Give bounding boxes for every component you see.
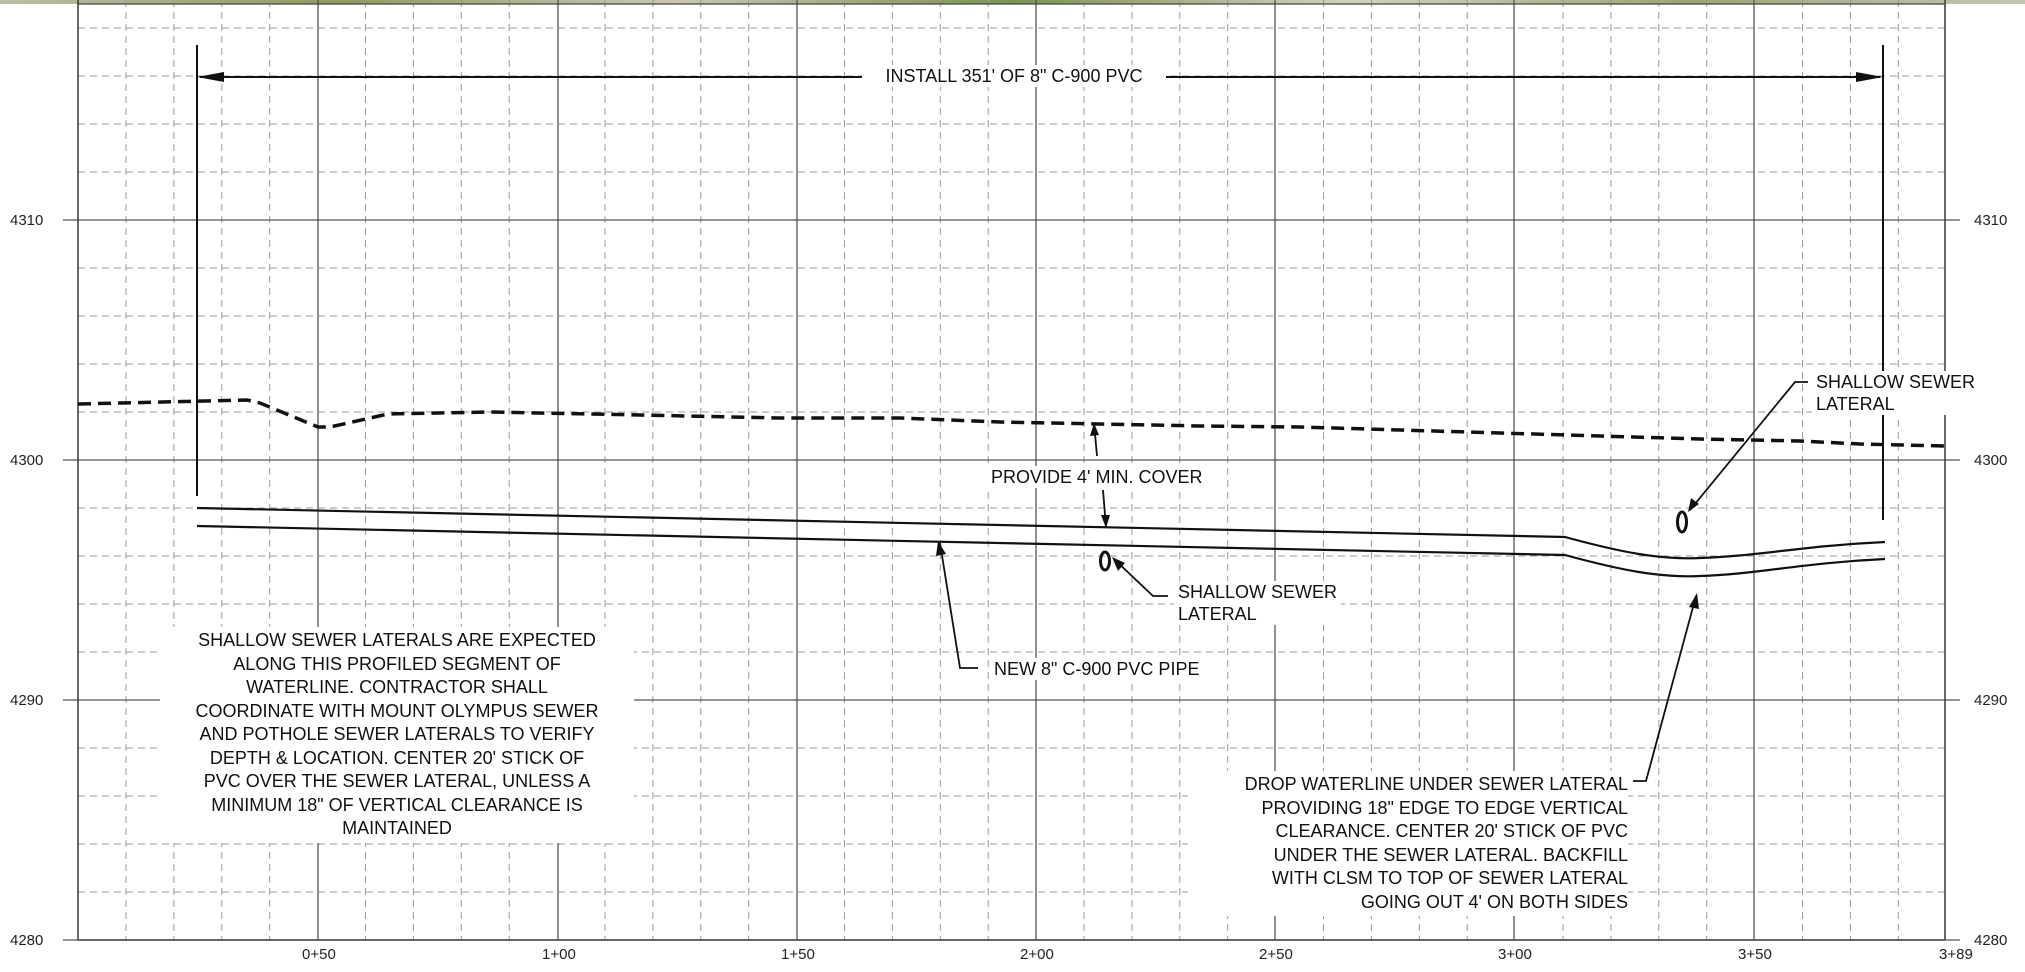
elevation-label-right: 4280: [1974, 932, 2008, 949]
station-label: 2+00: [1020, 946, 1054, 963]
sewer-lateral-2-leader: [1689, 381, 1808, 511]
background-photo-strip: [0, 0, 2025, 4]
station-label: 3+89: [1939, 946, 1973, 963]
dimension-arrow-right: [1856, 72, 1883, 82]
sewer-lateral-2-symbol: [1676, 510, 1688, 534]
new-waterline: [196, 506, 1886, 578]
station-label: 3+00: [1498, 946, 1532, 963]
drop-note-arrow: [1689, 593, 1699, 609]
min-cover-label: PROVIDE 4' MIN. COVER: [987, 466, 1207, 488]
new-pipe-label: NEW 8" C-900 PVC PIPE: [990, 658, 1204, 680]
dimension-arrow-left: [197, 72, 224, 82]
sewer-lateral-2-arrow: [1688, 498, 1699, 512]
install-dimension: [196, 45, 1884, 520]
waterline-top: [196, 506, 1886, 560]
elevation-label-left: 4290: [10, 692, 44, 709]
sewer-lateral-1-arrow: [1112, 557, 1125, 571]
station-label: 2+50: [1259, 946, 1293, 963]
elevation-label-left: 4280: [10, 932, 44, 949]
min-cover-arrow-down: [1101, 515, 1110, 528]
elevation-label-right: 4310: [1974, 212, 2008, 229]
laterals-note: SHALLOW SEWER LATERALS ARE EXPECTED ALON…: [160, 627, 634, 843]
sewer-lateral-2-label: SHALLOW SEWER LATERAL: [1812, 371, 1980, 415]
station-label: 1+00: [542, 946, 576, 963]
existing-grade-line: [77, 398, 1946, 448]
leader-lines: [936, 381, 1808, 782]
elevation-label-left: 4300: [10, 452, 44, 469]
new-pipe-leader: [939, 542, 978, 669]
station-label: 0+50: [302, 946, 336, 963]
sewer-lateral-1-symbol: [1099, 550, 1111, 572]
elevation-label-left: 4310: [10, 212, 44, 229]
elevation-label-right: 4300: [1974, 452, 2008, 469]
drop-note-leader: [1633, 595, 1697, 782]
drop-waterline-note: DROP WATERLINE UNDER SEWER LATERAL PROVI…: [1188, 771, 1628, 916]
min-cover-arrow-up: [1090, 423, 1099, 436]
sewer-lateral-1-leader: [1113, 558, 1168, 597]
station-label: 3+50: [1738, 946, 1772, 963]
sewer-lateral-1-label: SHALLOW SEWER LATERAL: [1174, 581, 1342, 625]
install-label: INSTALL 351' OF 8" C-900 PVC: [862, 65, 1166, 87]
new-pipe-arrow: [936, 541, 946, 556]
waterline-bottom: [196, 524, 1886, 578]
station-label: 1+50: [781, 946, 815, 963]
elevation-label-right: 4290: [1974, 692, 2008, 709]
